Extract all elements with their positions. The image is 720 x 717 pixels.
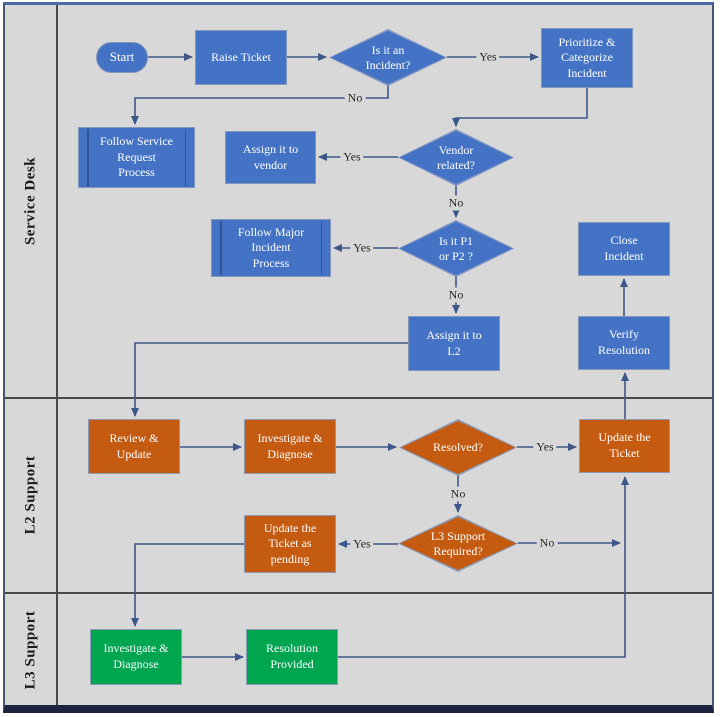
- edge-label-vendor-yes: Yes: [340, 149, 364, 165]
- node-update-ticket-as-pending: Update the Ticket as pending: [244, 515, 336, 573]
- lane-divider-l2-l3: [5, 592, 712, 594]
- decision-is-it-an-incident: Is it an Incident?: [329, 29, 447, 86]
- decision-label: Vendor related?: [437, 142, 475, 172]
- node-investigate-diagnose-l3: Investigate & Diagnose: [90, 629, 182, 685]
- edge-label-resolved-no: No: [447, 486, 469, 502]
- edge-label-incident-no: No: [344, 90, 366, 106]
- node-start: Start: [96, 42, 148, 73]
- edge-label-p1p2-yes: Yes: [350, 240, 374, 256]
- edge-label-l3-no: No: [536, 535, 558, 551]
- lane-label-l3-support: L3 Support: [22, 610, 39, 690]
- edge-label-l3-yes: Yes: [350, 536, 374, 552]
- decision-label: Is it P1 or P2 ?: [438, 233, 473, 263]
- node-verify-resolution: Verify Resolution: [578, 316, 670, 370]
- node-assign-to-l2: Assign it to L2: [408, 316, 500, 371]
- decision-label: Resolved?: [433, 440, 483, 454]
- lane-label-column-divider: [56, 5, 58, 705]
- node-resolution-provided: Resolution Provided: [246, 629, 338, 685]
- lane-divider-service-l2: [5, 397, 712, 399]
- node-raise-ticket: Raise Ticket: [195, 30, 287, 85]
- decision-label: Is it an Incident?: [365, 42, 411, 72]
- decision-resolved: Resolved?: [399, 419, 517, 476]
- edge-label-p1p2-no: No: [445, 287, 467, 303]
- edge-label-vendor-no: No: [445, 195, 467, 211]
- node-prioritize-categorize: Prioritize & Categorize Incident: [541, 28, 633, 88]
- lane-label-l2-support: L2 Support: [22, 455, 39, 535]
- node-assign-to-vendor: Assign it to vendor: [225, 131, 316, 184]
- decision-label: L3 Support Required?: [430, 528, 486, 558]
- decision-vendor-related: Vendor related?: [398, 129, 514, 186]
- node-follow-major-incident-process: Follow Major Incident Process: [211, 219, 331, 277]
- node-review-update: Review & Update: [88, 419, 180, 474]
- node-follow-service-request-process: Follow Service Request Process: [78, 127, 195, 188]
- decision-l3-support-required: L3 Support Required?: [398, 515, 518, 572]
- decision-is-it-p1-or-p2: Is it P1 or P2 ?: [398, 220, 514, 277]
- node-close-incident: Close Incident: [578, 222, 670, 276]
- node-update-the-ticket: Update the Ticket: [579, 419, 670, 473]
- edge-label-resolved-yes: Yes: [533, 439, 557, 455]
- edge-label-incident-yes: Yes: [476, 49, 500, 65]
- lane-label-service-desk: Service Desk: [22, 156, 39, 246]
- node-investigate-diagnose-l2: Investigate & Diagnose: [244, 419, 336, 474]
